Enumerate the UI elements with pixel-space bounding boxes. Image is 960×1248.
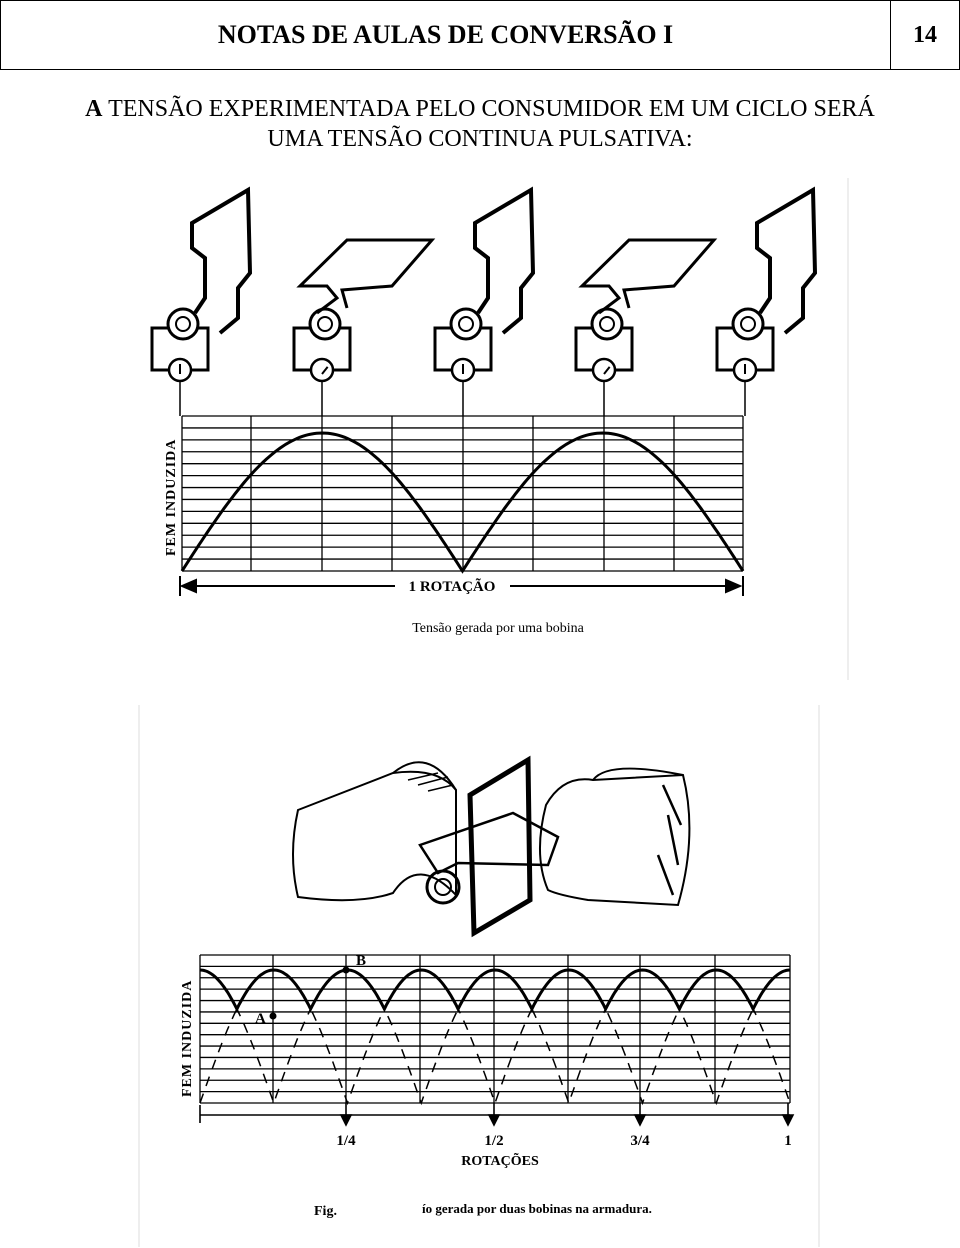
commutator xyxy=(308,307,342,341)
commutator-core xyxy=(175,316,191,332)
meter-needle xyxy=(603,366,611,375)
point-a-marker xyxy=(269,1012,277,1020)
rotations-label: ROTAÇÕES xyxy=(461,1151,539,1169)
point-b-marker xyxy=(342,966,350,974)
tick-three-quarters: 3/4 xyxy=(630,1133,650,1149)
armature-coil xyxy=(418,755,560,938)
quarter-arrowhead xyxy=(487,1114,501,1127)
coil-position xyxy=(574,238,718,416)
quarter-arrowhead xyxy=(633,1114,647,1127)
fem-waveform xyxy=(180,431,745,574)
coil-position xyxy=(292,238,436,416)
commutator xyxy=(449,307,483,341)
commutator xyxy=(731,307,765,341)
coil-loop xyxy=(190,186,253,335)
coil-position xyxy=(715,186,818,416)
coil-positions xyxy=(150,186,818,416)
commutator-core xyxy=(740,316,756,332)
meter-dial xyxy=(591,357,617,383)
meter-dial xyxy=(309,357,335,383)
page-number: 14 xyxy=(913,21,937,48)
quarter-turn-arrows xyxy=(199,1103,795,1127)
coil-waveforms-dashed xyxy=(199,969,791,1106)
rotation-label: 1 ROTAÇÃO xyxy=(409,577,496,595)
quarter-arrowhead xyxy=(339,1114,353,1127)
coil-loop xyxy=(296,238,436,315)
fem-grid xyxy=(199,954,791,1104)
coil-loop xyxy=(755,186,818,335)
fem-axis-label: FEM INDUZIDA xyxy=(164,439,179,556)
tick-quarter: 1/4 xyxy=(336,1133,356,1149)
coil-position xyxy=(150,186,253,416)
fem-grid xyxy=(181,415,744,572)
rotation-arrow xyxy=(179,576,744,596)
figure-one-coil: FEM INDUZIDA 1 ROTAÇÃO Tensão gerada por… xyxy=(150,178,849,680)
commutator-core xyxy=(599,316,615,332)
figure-two-caption: ío gerada por duas bobinas na armadura. xyxy=(422,1201,652,1216)
coil-position xyxy=(433,186,536,416)
intro-lead-letter: A xyxy=(85,96,103,122)
figure-one-caption: Tensão gerada por uma bobina xyxy=(412,621,584,636)
commutator xyxy=(590,307,624,341)
fem-axis-label: FEM INDUZIDA xyxy=(180,980,195,1097)
intro-line-2: UMA TENSÃO CONTINUA PULSATIVA: xyxy=(267,126,693,152)
intro-line-1: TENSÃO EXPERIMENTADA PELO CONSUMIDOR EM … xyxy=(108,96,875,122)
meter-needle xyxy=(321,366,329,375)
figure-two-caption-prefix: Fig. xyxy=(314,1204,337,1219)
figure-two-coils: A B FEM INDUZIDA 1/4 1/2 3/4 1 ROTAÇÕES … xyxy=(138,705,820,1247)
intro-paragraph: A TENSÃO EXPERIMENTADA PELO CONSUMIDOR E… xyxy=(0,94,960,154)
quarter-arrowhead xyxy=(781,1114,795,1127)
coil-loop xyxy=(473,186,536,335)
document-title: NOTAS DE AULAS DE CONVERSÃO I xyxy=(1,1,891,69)
page-header: NOTAS DE AULAS DE CONVERSÃO I 14 xyxy=(0,0,960,70)
tick-one: 1 xyxy=(784,1133,792,1149)
resultant-waveform xyxy=(199,968,791,1013)
commutator-core xyxy=(317,316,333,332)
point-b-label: B xyxy=(356,953,366,969)
point-a-label: A xyxy=(255,1011,266,1027)
commutator-core xyxy=(458,316,474,332)
coil-loop xyxy=(578,238,718,315)
commutator xyxy=(166,307,200,341)
tick-half: 1/2 xyxy=(484,1133,503,1149)
magnet-poles xyxy=(292,761,691,907)
